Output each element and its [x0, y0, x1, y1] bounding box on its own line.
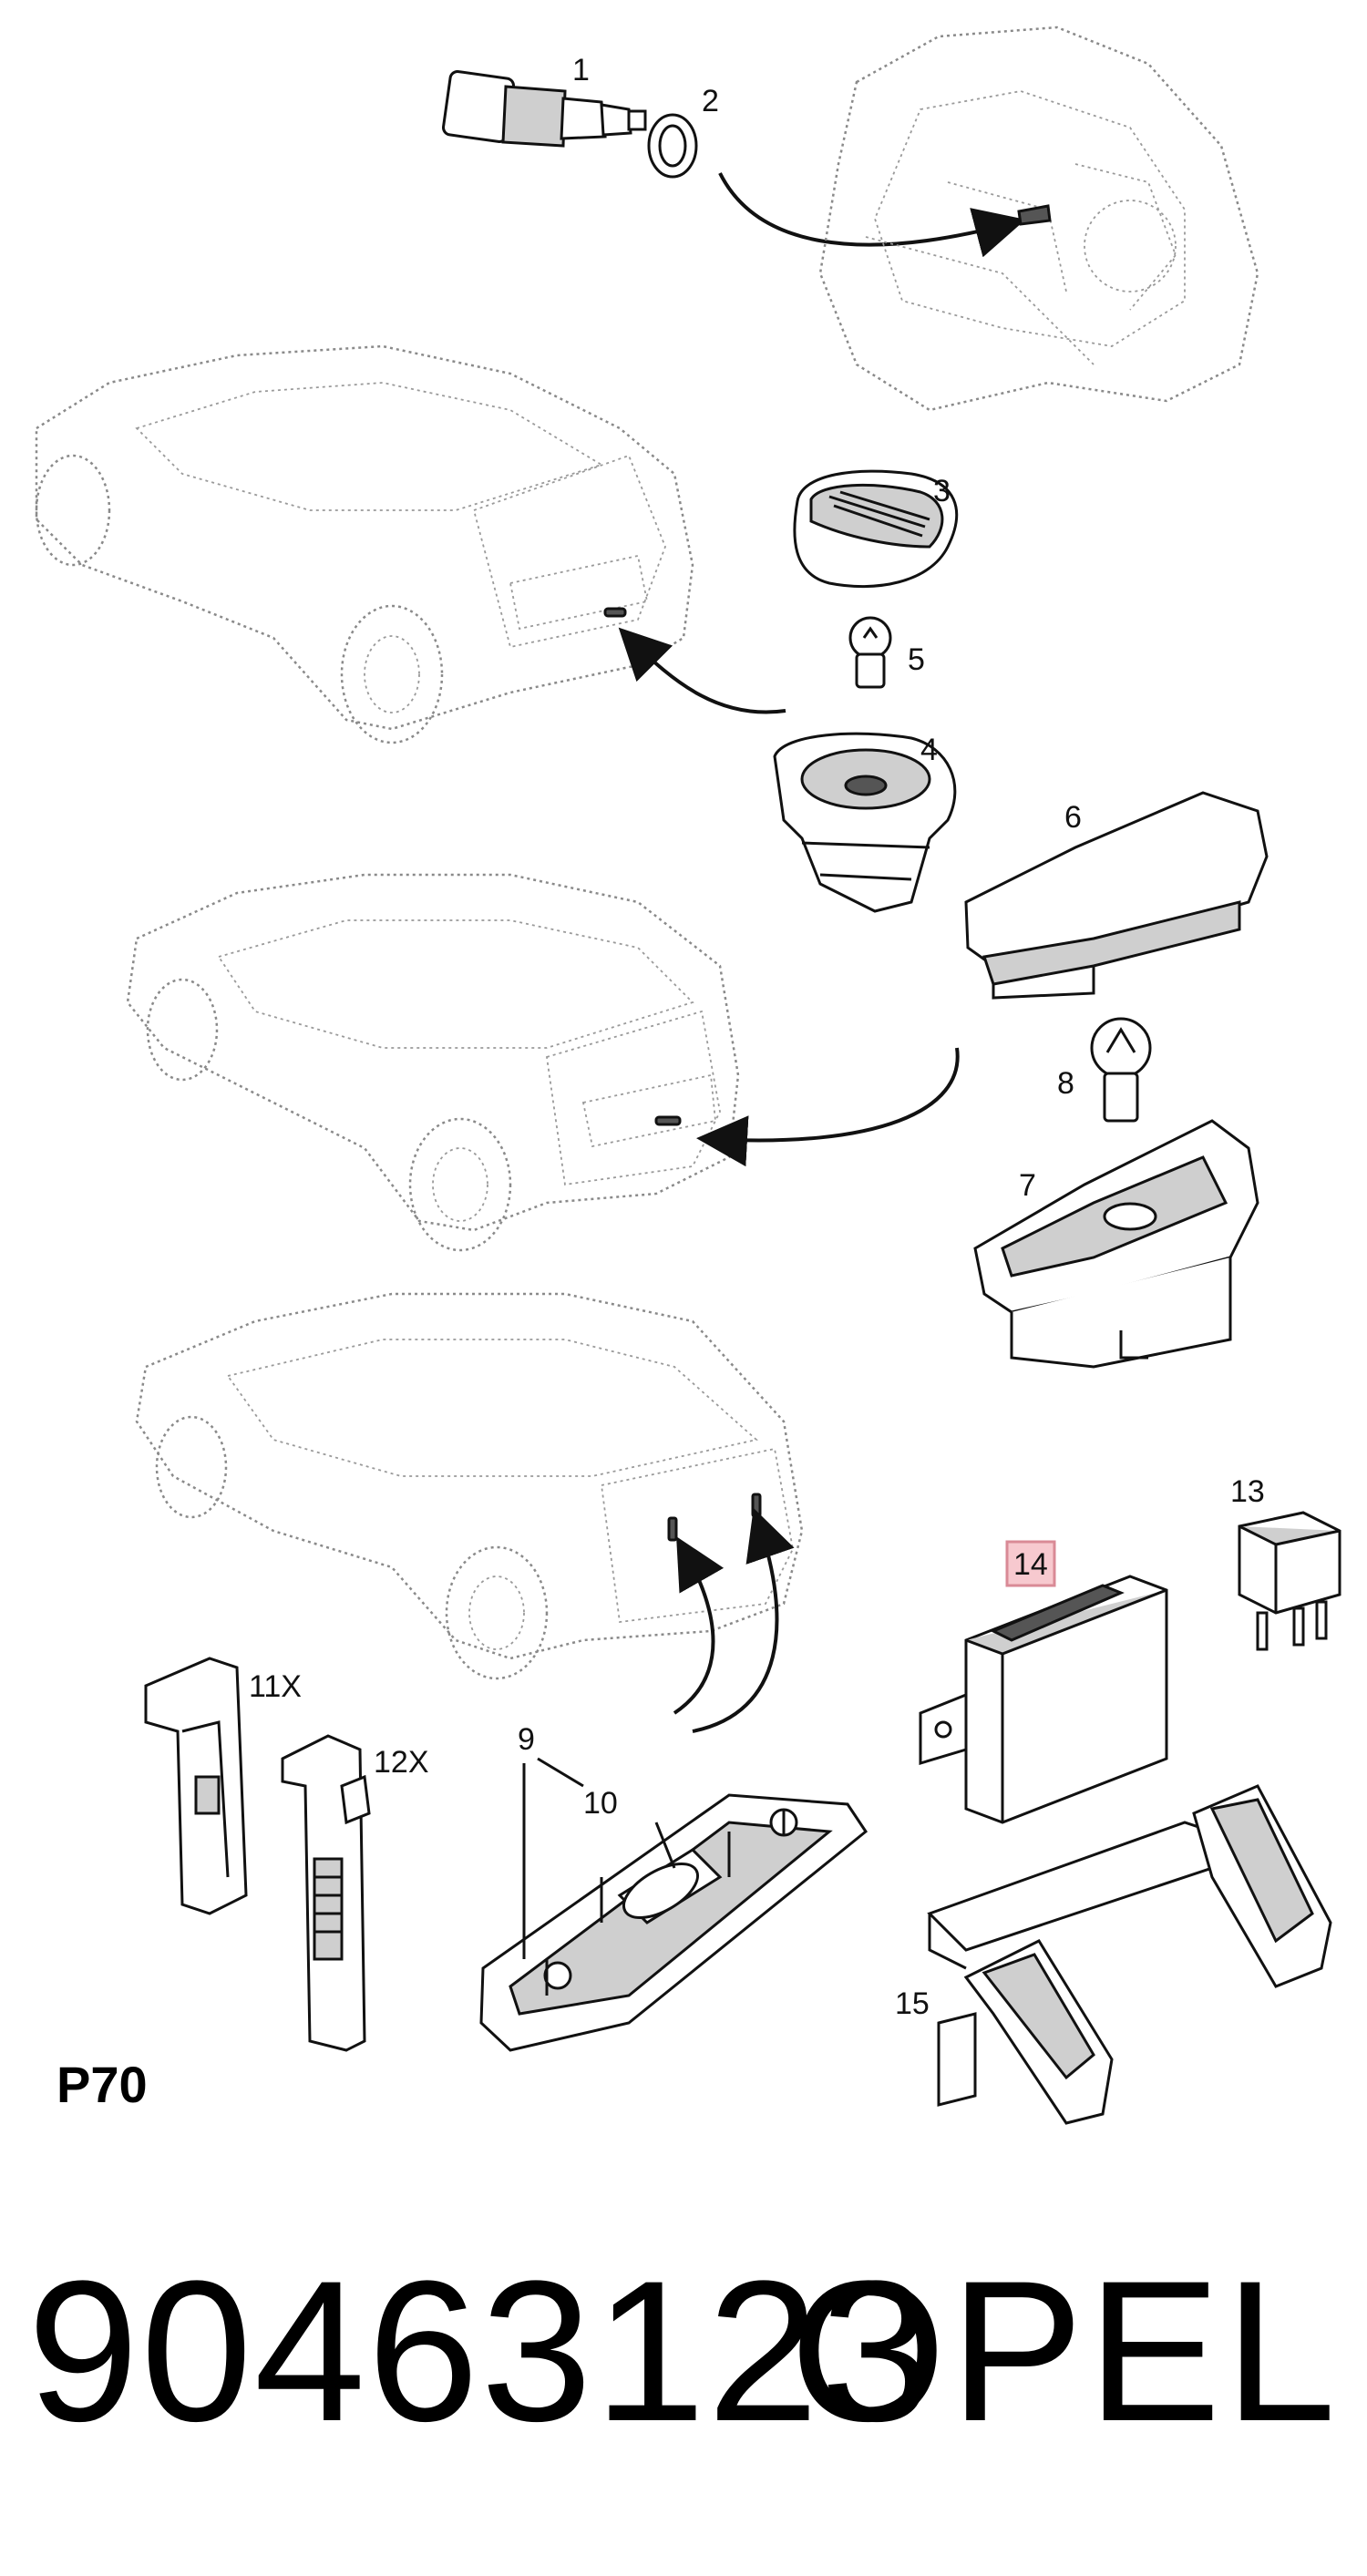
callout-6: 6	[1064, 800, 1082, 835]
part-10-festoon-bulb	[600, 1832, 731, 1924]
part-6-lamp-lens	[964, 791, 1269, 1000]
part-15-module-bracket	[927, 1784, 1332, 2125]
arrow-to-gearbox	[718, 172, 1026, 258]
car-hatchback-2-outline	[126, 873, 740, 1252]
page-code: P70	[57, 2056, 148, 2113]
gearbox-outline	[818, 26, 1259, 412]
footer: 90463123 OPEL	[27, 2232, 1340, 2469]
part-14-control-module	[919, 1575, 1168, 1824]
callout-8: 8	[1057, 1066, 1074, 1101]
part-1-reverse-light-switch	[442, 70, 647, 148]
callout-5: 5	[908, 642, 925, 677]
callout-1: 1	[572, 53, 590, 87]
callout-9: 9	[518, 1722, 535, 1757]
callout-12x: 12X	[374, 1745, 429, 1780]
callout-2: 2	[702, 84, 719, 118]
part-number: 90463123	[27, 2239, 934, 2463]
part-9-number-plate-lamp	[479, 1793, 869, 2052]
car-estate-outline	[135, 1292, 804, 1680]
part-12x-bracket	[281, 1734, 371, 2052]
callout-11x: 11X	[249, 1669, 302, 1704]
callout-14-highlight	[1005, 1540, 1056, 1587]
part-13-relay	[1238, 1511, 1341, 1651]
callout-3: 3	[933, 474, 951, 508]
part-2-sealing-ring	[647, 113, 698, 179]
callout-14: 14	[1013, 1547, 1048, 1582]
callout-10: 10	[583, 1786, 618, 1821]
callout-7: 7	[1019, 1168, 1036, 1203]
brand-name: OPEL	[790, 2239, 1340, 2463]
part-5-bulb	[848, 616, 892, 689]
part-11x-bracket	[144, 1657, 248, 1915]
part-7-lamp-housing	[973, 1119, 1259, 1369]
arrow-to-estate-right	[692, 1507, 795, 1733]
car-hatchback-1-outline	[35, 344, 694, 744]
arrow-to-car-1	[618, 627, 786, 714]
part-4-lamp-housing	[773, 732, 957, 913]
callout-13: 13	[1230, 1474, 1265, 1509]
part-8-bulb	[1090, 1017, 1152, 1123]
arrow-to-estate-left	[673, 1536, 725, 1715]
callout-15: 15	[895, 1986, 930, 2021]
part-3-lamp-lens	[793, 469, 959, 589]
parts-diagram: 1 2 3 5	[35, 26, 1341, 2125]
leader-9-10	[537, 1757, 676, 1869]
callout-4: 4	[920, 733, 938, 767]
arrow-to-car-2	[696, 1047, 960, 1167]
